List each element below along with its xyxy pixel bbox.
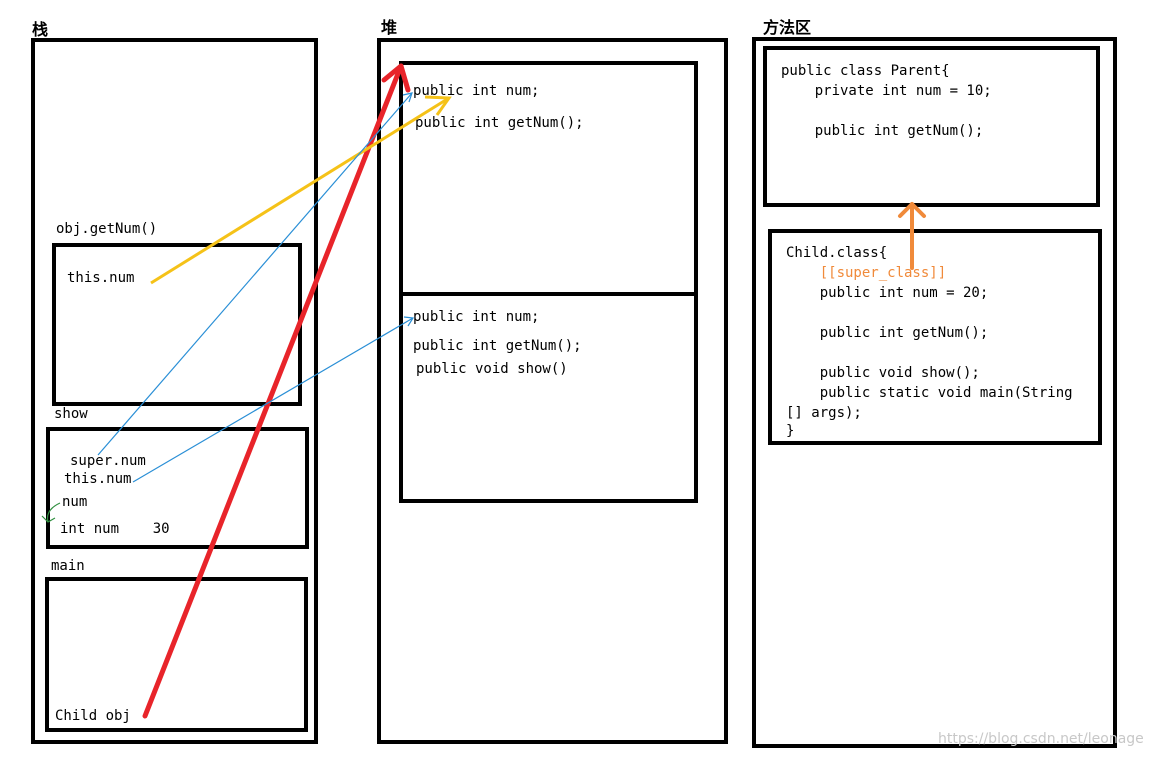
method-area-section-label: 方法区 xyxy=(763,18,812,37)
child-class-box xyxy=(768,229,1102,445)
child-class-line-0: Child.class{ xyxy=(786,245,888,261)
child-class-line-7: public static void main(String xyxy=(786,385,1073,401)
frame-show-title: show xyxy=(54,406,88,422)
heap-section-label: 堆 xyxy=(381,18,398,37)
parent-class-box xyxy=(763,46,1100,207)
parent-class-line-1: private int num = 10; xyxy=(781,83,992,99)
parent-class-line-3: public int getNum(); xyxy=(781,123,984,139)
heap-child-show: public void show() xyxy=(416,361,568,377)
frame-main-title: main xyxy=(51,558,85,574)
heap-object-divider xyxy=(399,292,698,296)
frame-show-super-num: super.num xyxy=(70,453,146,469)
heap-child-getnum: public int getNum(); xyxy=(413,338,582,354)
watermark: https://blog.csdn.net/leonage xyxy=(938,731,1144,747)
heap-parent-num: public int num; xyxy=(413,83,540,99)
child-class-line-6: public void show(); xyxy=(786,365,980,381)
stack-section-label: 栈 xyxy=(32,20,49,39)
frame-show-num: num xyxy=(62,494,88,510)
heap-child-num: public int num; xyxy=(413,309,540,325)
frame-getnum xyxy=(52,243,302,406)
child-class-line-8: [] args); xyxy=(786,405,862,421)
frame-getnum-title: obj.getNum() xyxy=(56,221,158,237)
child-class-line-4: public int getNum(); xyxy=(786,325,989,341)
method-area-container xyxy=(752,37,1117,748)
frame-show-int-num: int num 30 xyxy=(60,521,170,537)
child-class-line-9: } xyxy=(786,423,795,439)
child-class-super-class: [[super_class]] xyxy=(786,265,947,281)
heap-parent-getnum: public int getNum(); xyxy=(415,115,584,131)
frame-show-this-num: this.num xyxy=(64,471,132,487)
frame-main-child-obj: Child obj xyxy=(55,708,131,724)
child-class-line-2: public int num = 20; xyxy=(786,285,989,301)
parent-class-line-0: public class Parent{ xyxy=(781,63,950,79)
frame-getnum-this-num: this.num xyxy=(67,270,135,286)
